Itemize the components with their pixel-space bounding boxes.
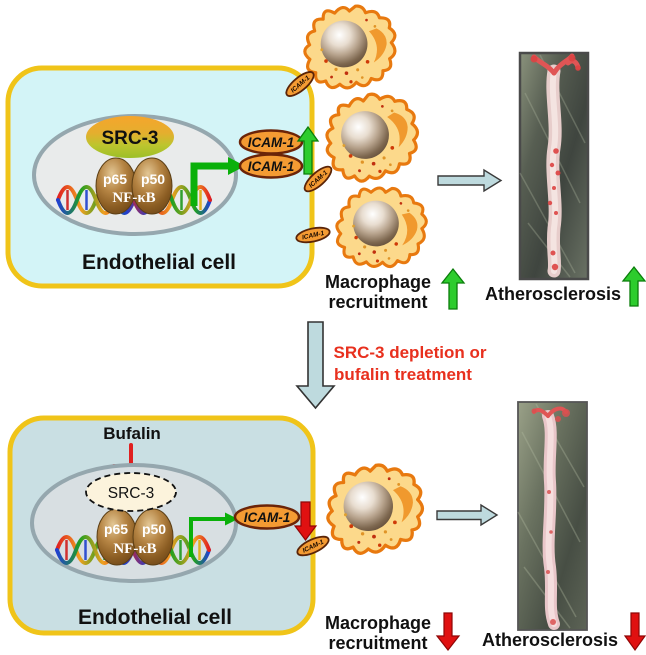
- macrophage-1: [299, 0, 401, 96]
- src3-label-top: SRC-3: [101, 128, 158, 149]
- p50-label-top: p50: [141, 171, 165, 187]
- plaques: [530, 54, 581, 271]
- aorta-photo-bottom: [517, 401, 588, 631]
- p65-label-bottom: p65: [104, 521, 128, 537]
- aorta-vessel-core: [549, 68, 559, 274]
- icam1-label-top-1: ICAM-1: [248, 135, 295, 150]
- macrophage-3: [327, 175, 436, 280]
- icam1-label-top-2: ICAM-1: [248, 159, 295, 174]
- treatment-label-line2: bufalin treatment: [334, 365, 472, 384]
- depletion-down-arrow: [295, 321, 336, 410]
- flow-arrow-top: [437, 168, 503, 193]
- recruitment-up-arrow: [440, 267, 466, 310]
- src3-label-bottom: SRC-3: [108, 485, 155, 502]
- bufalin-label: Bufalin: [103, 424, 161, 443]
- treatment-label-line1: SRC-3 depletion or: [333, 343, 486, 362]
- recruitment-down-arrow: [435, 612, 461, 651]
- macrophage-label-top: Macrophage: [325, 272, 431, 292]
- flow-arrow-bottom: [436, 503, 499, 527]
- endothelial-cell-label-top: Endothelial cell: [82, 251, 236, 274]
- p50-oval-top: [131, 157, 173, 215]
- atherosclerosis-down-arrow: [623, 612, 646, 652]
- top-pathway-section: SRC-3 p65 p50 NF-κB ICAM-1 ICAM-1 Endoth…: [5, 0, 646, 312]
- nfkb-label-bottom: NF-κB: [113, 541, 156, 557]
- src3-depleted-oval: [85, 472, 177, 512]
- src3-oval-top: [86, 116, 174, 158]
- icam1-tag-3: ICAM-1: [295, 226, 331, 244]
- transcription-arrow-bottom: [189, 512, 238, 557]
- macrophage-label-bottom: Macrophage: [325, 613, 431, 633]
- aorta-vessel-core: [545, 413, 557, 627]
- macrophage-2: [320, 88, 424, 187]
- atherosclerosis-up-arrow: [621, 265, 646, 307]
- atherosclerosis-label-bottom: Atherosclerosis: [482, 630, 618, 650]
- plaques: [531, 408, 570, 625]
- aorta-photo-top: [518, 51, 590, 281]
- icam1-tag-4: ICAM-1: [296, 535, 330, 557]
- icam1-label-bottom: ICAM-1: [244, 510, 291, 525]
- icam1-oval-bottom: [233, 504, 301, 530]
- p65-label-top: p65: [103, 171, 127, 187]
- macrophage-4: [326, 463, 425, 555]
- bottom-pathway-section: Bufalin SRC-3 p65 p50 NF-κB ICAM-1 Endot…: [7, 401, 646, 653]
- transcription-arrow-top: [190, 157, 245, 206]
- recruitment-label-bottom: recruitment: [328, 633, 427, 653]
- icam1-up-arrow: [296, 125, 320, 175]
- atherosclerosis-label-top: Atherosclerosis: [485, 284, 621, 304]
- endothelial-cell-label-bottom: Endothelial cell: [78, 606, 232, 629]
- recruitment-label-top: recruitment: [328, 292, 427, 312]
- nfkb-label-top: NF-κB: [112, 190, 155, 206]
- p50-label-bottom: p50: [142, 521, 166, 537]
- icam1-tag-label: ICAM-1: [301, 230, 325, 242]
- icam1-down-arrow: [293, 501, 318, 541]
- icam1-oval-top-2: [238, 153, 304, 179]
- treatment-transition: SRC-3 depletion or bufalin treatment: [295, 321, 487, 410]
